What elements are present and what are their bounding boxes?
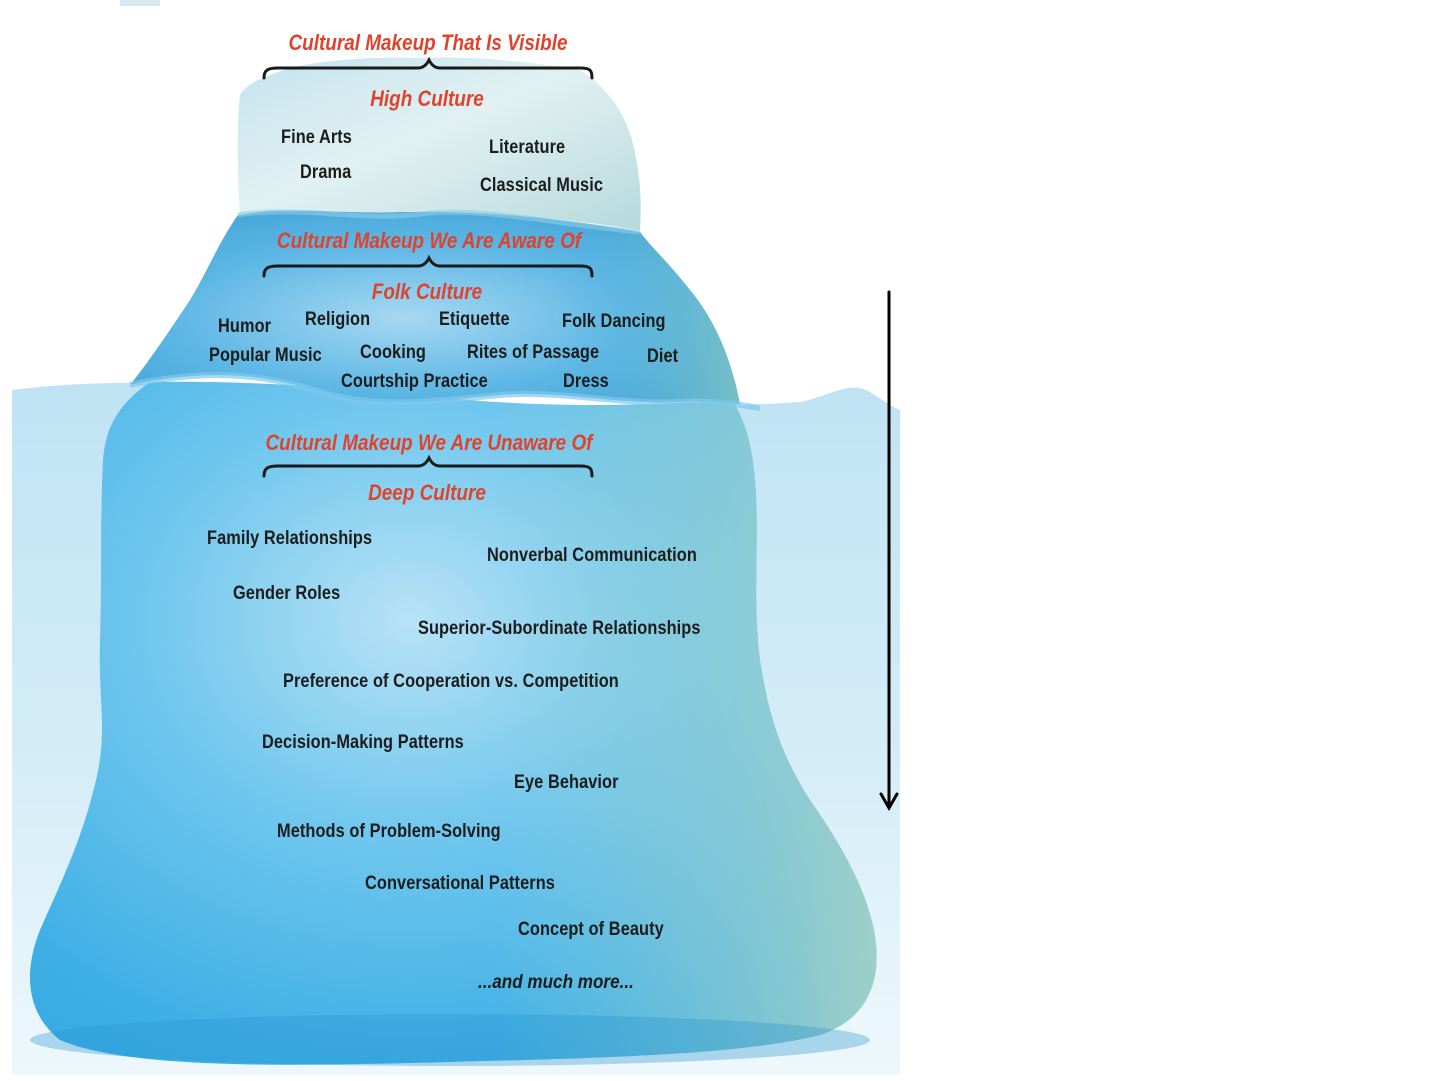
item-etiquette: Etiquette <box>439 309 510 330</box>
item-superior-subordinate: Superior-Subordinate Relationships <box>418 618 701 639</box>
item-dress: Dress <box>563 371 609 392</box>
item-courtship-practice: Courtship Practice <box>341 371 488 392</box>
item-decision-making: Decision-Making Patterns <box>262 732 464 753</box>
item-concept-of-beauty: Concept of Beauty <box>518 919 664 940</box>
item-humor: Humor <box>218 316 272 337</box>
water-surface-wave <box>129 372 761 411</box>
arrow-down-icon <box>879 290 899 812</box>
item-conversational-patterns: Conversational Patterns <box>365 873 555 894</box>
heading-aware: Cultural Makeup We Are Aware Of <box>276 228 582 253</box>
heading-unaware: Cultural Makeup We Are Unaware Of <box>265 430 593 455</box>
item-cooperation-competition: Preference of Cooperation vs. Competitio… <box>283 671 619 692</box>
curly-brace-icon <box>262 254 594 278</box>
item-drama: Drama <box>300 162 352 183</box>
category-high-culture: High Culture <box>370 86 484 111</box>
curly-brace-icon <box>262 56 594 80</box>
item-nonverbal-communication: Nonverbal Communication <box>487 545 697 566</box>
item-popular-music: Popular Music <box>209 345 322 366</box>
item-fine-arts: Fine Arts <box>281 127 352 148</box>
heading-visible: Cultural Makeup That Is Visible <box>288 30 568 55</box>
item-family-relationships: Family Relationships <box>207 528 373 549</box>
item-eye-behavior: Eye Behavior <box>514 772 619 793</box>
item-religion: Religion <box>305 309 371 330</box>
item-classical-music: Classical Music <box>480 175 604 196</box>
item-gender-roles: Gender Roles <box>233 583 341 604</box>
item-cooking: Cooking <box>360 342 426 363</box>
curly-brace-icon <box>262 454 594 478</box>
category-deep-culture: Deep Culture <box>368 480 486 505</box>
item-diet: Diet <box>647 346 679 367</box>
item-literature: Literature <box>489 137 566 158</box>
item-folk-dancing: Folk Dancing <box>562 311 666 332</box>
item-rites-of-passage: Rites of Passage <box>467 342 600 363</box>
category-folk-culture: Folk Culture <box>371 279 483 304</box>
item-problem-solving: Methods of Problem-Solving <box>277 821 501 842</box>
iceberg-peak <box>237 57 641 230</box>
iceberg-base-shadow <box>30 1014 870 1066</box>
and-much-more: ...and much more... <box>478 972 634 993</box>
